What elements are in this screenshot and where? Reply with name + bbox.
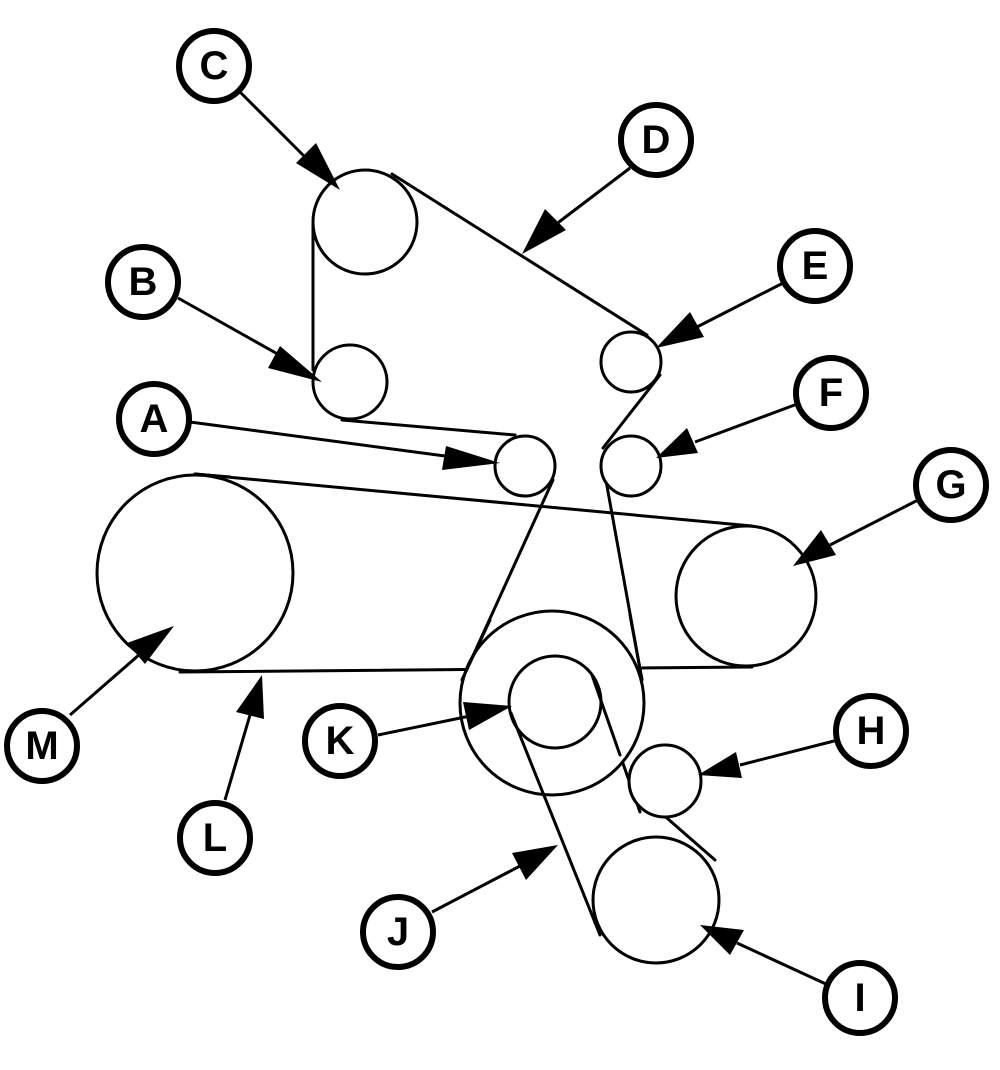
pulleys [95,168,818,965]
callout-m: M [4,708,80,784]
callout-a: A [116,381,192,457]
callout-label-l: L [203,816,227,860]
belt-wrap-k-inner-right [590,673,622,757]
leader-f [694,401,801,444]
callout-label-c: C [200,44,229,88]
callout-label-a: A [140,397,169,441]
callout-l: L [177,800,253,876]
pulley-e [599,330,663,394]
arrowhead-c [296,143,340,190]
pulley-m [95,473,295,673]
callout-label-d: D [642,118,671,162]
arrowhead-a [442,446,500,470]
callout-g: G [913,447,989,523]
arrowhead-h [698,752,742,778]
pulley-f [599,434,663,498]
callout-k: K [302,703,378,779]
arrowhead-e [656,312,704,348]
arrowhead-i [700,925,744,955]
callout-label-k: K [326,719,355,763]
pulley-b [311,343,389,421]
arrowhead-f [656,428,698,458]
callout-label-j: J [387,910,409,954]
callout-label-b: B [129,260,158,304]
leader-j [431,864,521,914]
leader-d [554,166,631,227]
belt-wrap-k-inner-left [509,711,547,800]
belt-wrap-m-top [193,472,232,479]
callout-label-f: F [819,371,843,415]
callout-i: I [822,960,898,1036]
belt-wrap-k-left [460,618,492,682]
leader-b [177,296,291,363]
leader-g [829,498,919,547]
leader-e [694,280,786,330]
leader-a [189,420,461,460]
leader-m [69,652,141,717]
callouts: A B C D E F G H [4,28,989,1036]
pulley-k-inner [507,654,603,750]
arrowhead-j [512,845,558,880]
belt-wrap-k-right [628,613,644,682]
arrowhead-g [793,530,836,566]
belt-segment-b-to-a [340,418,517,437]
pulley-a [493,434,557,498]
leaders [69,90,919,987]
belt-segment-m-to-g-top [193,472,754,528]
belt-segment-h-to-i [658,810,717,862]
pulley-g [674,524,818,668]
pulley-h [627,743,703,819]
arrowhead-k [463,702,512,730]
callout-label-h: H [857,709,886,753]
leader-k [377,714,471,737]
callout-c: C [176,28,252,104]
leader-i [736,941,829,987]
leader-c [238,90,312,164]
callout-label-m: M [25,724,58,768]
leader-h [739,738,839,767]
arrowhead-b [268,346,322,382]
arrowhead-m [127,626,174,664]
callout-h: H [833,693,909,769]
callout-e: E [777,228,853,304]
callout-label-e: E [802,244,829,288]
callout-b: B [105,244,181,320]
callout-j: J [360,894,436,970]
arrowhead-d [522,209,566,254]
belt-segment-c-to-e [390,172,649,337]
callout-label-g: G [935,463,966,507]
arrowhead-l [236,675,264,719]
leader-l [223,714,252,801]
belt-segment-e-to-f [601,373,662,450]
callout-label-i: I [854,976,865,1020]
callout-d: D [618,102,694,178]
pulley-c [311,168,419,276]
belt-overlays [193,472,644,800]
callout-f: F [793,355,869,431]
pulley-i [591,835,721,965]
